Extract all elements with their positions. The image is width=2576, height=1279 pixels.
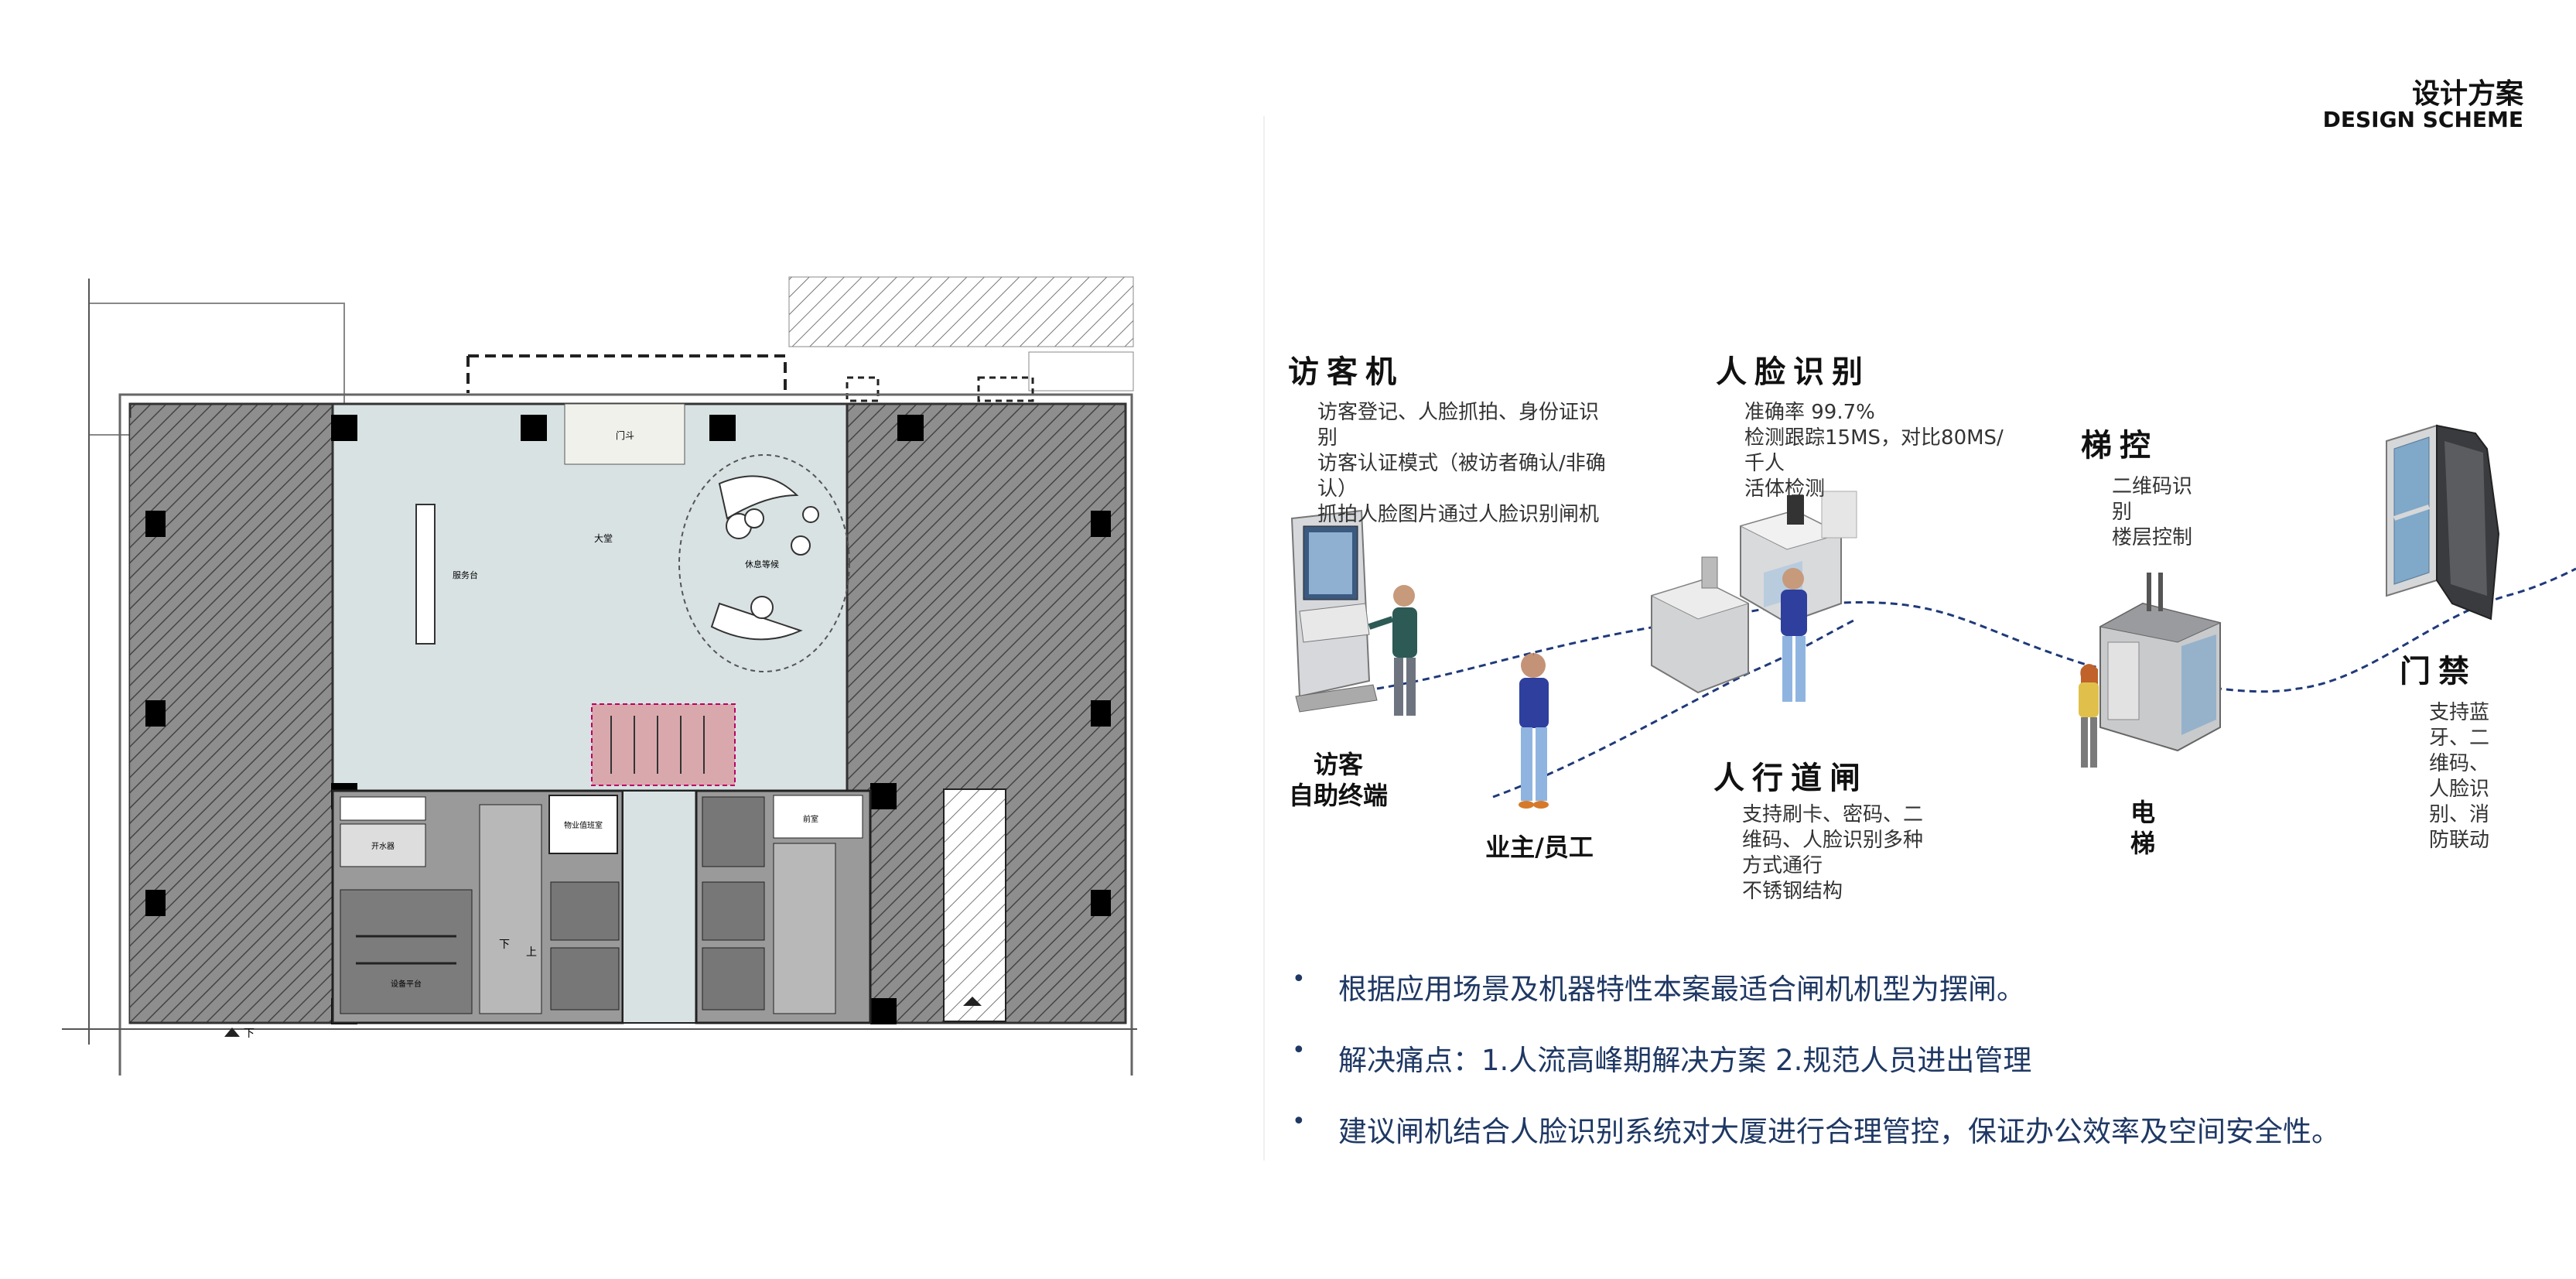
visitor-terminal-label: 访客 自助终端 (1276, 749, 1400, 811)
stair-up-label: 上 (526, 946, 537, 959)
visitor-desc-line: 别 (1317, 426, 1338, 450)
owner-label: 业主/员工 (1485, 833, 1594, 862)
gate-heading: 人行道闸 (1713, 761, 1868, 796)
access-desc-line: 维码、 (2429, 752, 2490, 775)
gate-desc-line: 不锈钢结构 (1742, 880, 1843, 903)
bullet-item: • 解决痛点：1.人流高峰期解决方案 2.规范人员进出管理 (1292, 1037, 2340, 1108)
bullet-item: • 建议闸机结合人脸识别系统对大厦进行合理管控，保证办公效率及空间安全性。 (1292, 1108, 2340, 1179)
planter-area-right (1028, 351, 1134, 392)
face-heading: 人脸识别 (1716, 354, 1871, 390)
staff-person (1781, 568, 1807, 702)
access-desc-line: 防联动 (2429, 829, 2490, 852)
access-door-illustration (2386, 424, 2500, 621)
visitor-desc-line: 访客认证模式（被访者确认/非确 (1317, 452, 1606, 475)
face-description: 准确率 99.7% 检测跟踪15MS，对比80MS/ 千人 活体检测 (1744, 400, 2004, 502)
bullet-text: 建议闸机结合人脸识别系统对大厦进行合理管控，保证办公效率及空间安全性。 (1338, 1115, 2340, 1148)
face-desc-line: 活体检测 (1744, 477, 1826, 501)
ramp-area (788, 276, 1134, 347)
access-control-description: 支持蓝 牙、二 维码、 人脸识 别、消 防联动 (2429, 700, 2489, 853)
corridor (622, 790, 697, 1024)
visitor-person (1368, 585, 1417, 716)
visitor-kiosk-illustration (1290, 509, 1378, 713)
visitor-desc-line: 抓拍人脸图片通过人脸识别闸机 (1317, 503, 1600, 526)
gate-vestibule (564, 403, 685, 465)
elevator-person (2079, 664, 2099, 768)
visitor-desc-line: 访客登记、人脸抓拍、身份证识 (1317, 401, 1600, 424)
gate-description: 支持刷卡、密码、二 维码、人脸识别多种 方式通行 不锈钢结构 (1742, 802, 1923, 905)
visitor-heading: 访客机 (1288, 354, 1404, 390)
columns (145, 415, 1111, 1024)
exit-stair (943, 788, 1006, 1022)
bullet-dot: • (1292, 1037, 1306, 1064)
bullet-list: • 根据应用场景及机器特性本案最适合闸机机型为摆闸。 • 解决痛点：1.人流高峰… (1292, 966, 2340, 1179)
gate-label: 门斗 (616, 429, 634, 441)
access-desc-line: 支持蓝 (2429, 701, 2490, 724)
bullet-item: • 根据应用场景及机器特性本案最适合闸机机型为摆闸。 (1292, 966, 2340, 1037)
elevator-label: 电 梯 (2112, 797, 2174, 859)
gate-desc-line: 支持刷卡、密码、二 (1742, 803, 1924, 826)
elevator-desc-line: 楼层控制 (2112, 526, 2193, 549)
visitor-label-line: 访客 (1313, 750, 1363, 779)
access-desc-line: 别、消 (2429, 803, 2490, 826)
access-desc-line: 牙、二 (2429, 727, 2490, 750)
turnstile-area (591, 703, 736, 786)
flow-diagram (1290, 424, 2576, 809)
face-desc-line: 检测跟踪15MS，对比80MS/ (1744, 426, 2004, 450)
elevator-control-description: 二维码识 别 楼层控制 (2112, 474, 2192, 551)
visitor-label-line: 自助终端 (1288, 781, 1388, 810)
bullet-text: 根据应用场景及机器特性本案最适合闸机机型为摆闸。 (1338, 973, 2025, 1006)
lobby-label: 大堂 (594, 533, 613, 544)
divider (1263, 116, 1265, 1161)
bullet-dot: • (1292, 966, 1306, 993)
gate-desc-line: 维码、人脸识别多种 (1742, 829, 1924, 852)
elevator-label-line: 梯 (2130, 829, 2155, 858)
turnstile-illustration (1650, 491, 1857, 694)
anteroom-label: 前室 (803, 814, 818, 824)
elevator-label-line: 电 (2130, 798, 2155, 827)
page-subtitle: DESIGN SCHEME (2322, 107, 2523, 132)
floor-plan: 门斗 大堂 服务台 休息等候 物业值班室 开水器 设备平台 下 上 前室 (62, 276, 1137, 1076)
visitor-desc-line: 认） (1317, 477, 1358, 501)
bullet-dot: • (1292, 1108, 1306, 1135)
flow-path-lower (1492, 617, 1857, 799)
face-desc-line: 准确率 99.7% (1744, 401, 1875, 424)
access-desc-line: 人脸识 (2429, 778, 2490, 801)
visitor-description: 访客登记、人脸抓拍、身份证识 别 访客认证模式（被访者确认/非确 认） 抓拍人脸… (1317, 400, 1606, 528)
face-desc-line: 千人 (1744, 452, 1785, 475)
bullet-text: 解决痛点：1.人流高峰期解决方案 2.规范人员进出管理 (1338, 1044, 2032, 1077)
platform-label: 设备平台 (391, 979, 422, 989)
canopy-outline (468, 354, 787, 393)
service-desk (415, 504, 436, 645)
building-outline (118, 393, 1133, 1076)
access-control-heading: 门禁 (2400, 654, 2477, 689)
property-label: 物业值班室 (564, 820, 603, 830)
elevator-desc-line: 二维码识 (2112, 475, 2193, 498)
rest-label: 休息等候 (745, 559, 779, 569)
gate-desc-line: 方式通行 (1742, 854, 1823, 877)
elevator-control-heading: 梯控 (2081, 428, 2158, 463)
service-label: 服务台 (453, 569, 478, 580)
rest-area (678, 454, 850, 672)
exit-down-label: 下 (244, 1028, 255, 1040)
water-label: 开水器 (371, 842, 395, 851)
elevator-desc-line: 别 (2112, 501, 2133, 524)
elevator-illustration (2099, 573, 2222, 752)
stair-down-label: 下 (499, 939, 510, 951)
owner-person (1519, 651, 1549, 809)
flow-path-top (1376, 567, 2576, 693)
page-title: 设计方案 (2411, 78, 2523, 110)
